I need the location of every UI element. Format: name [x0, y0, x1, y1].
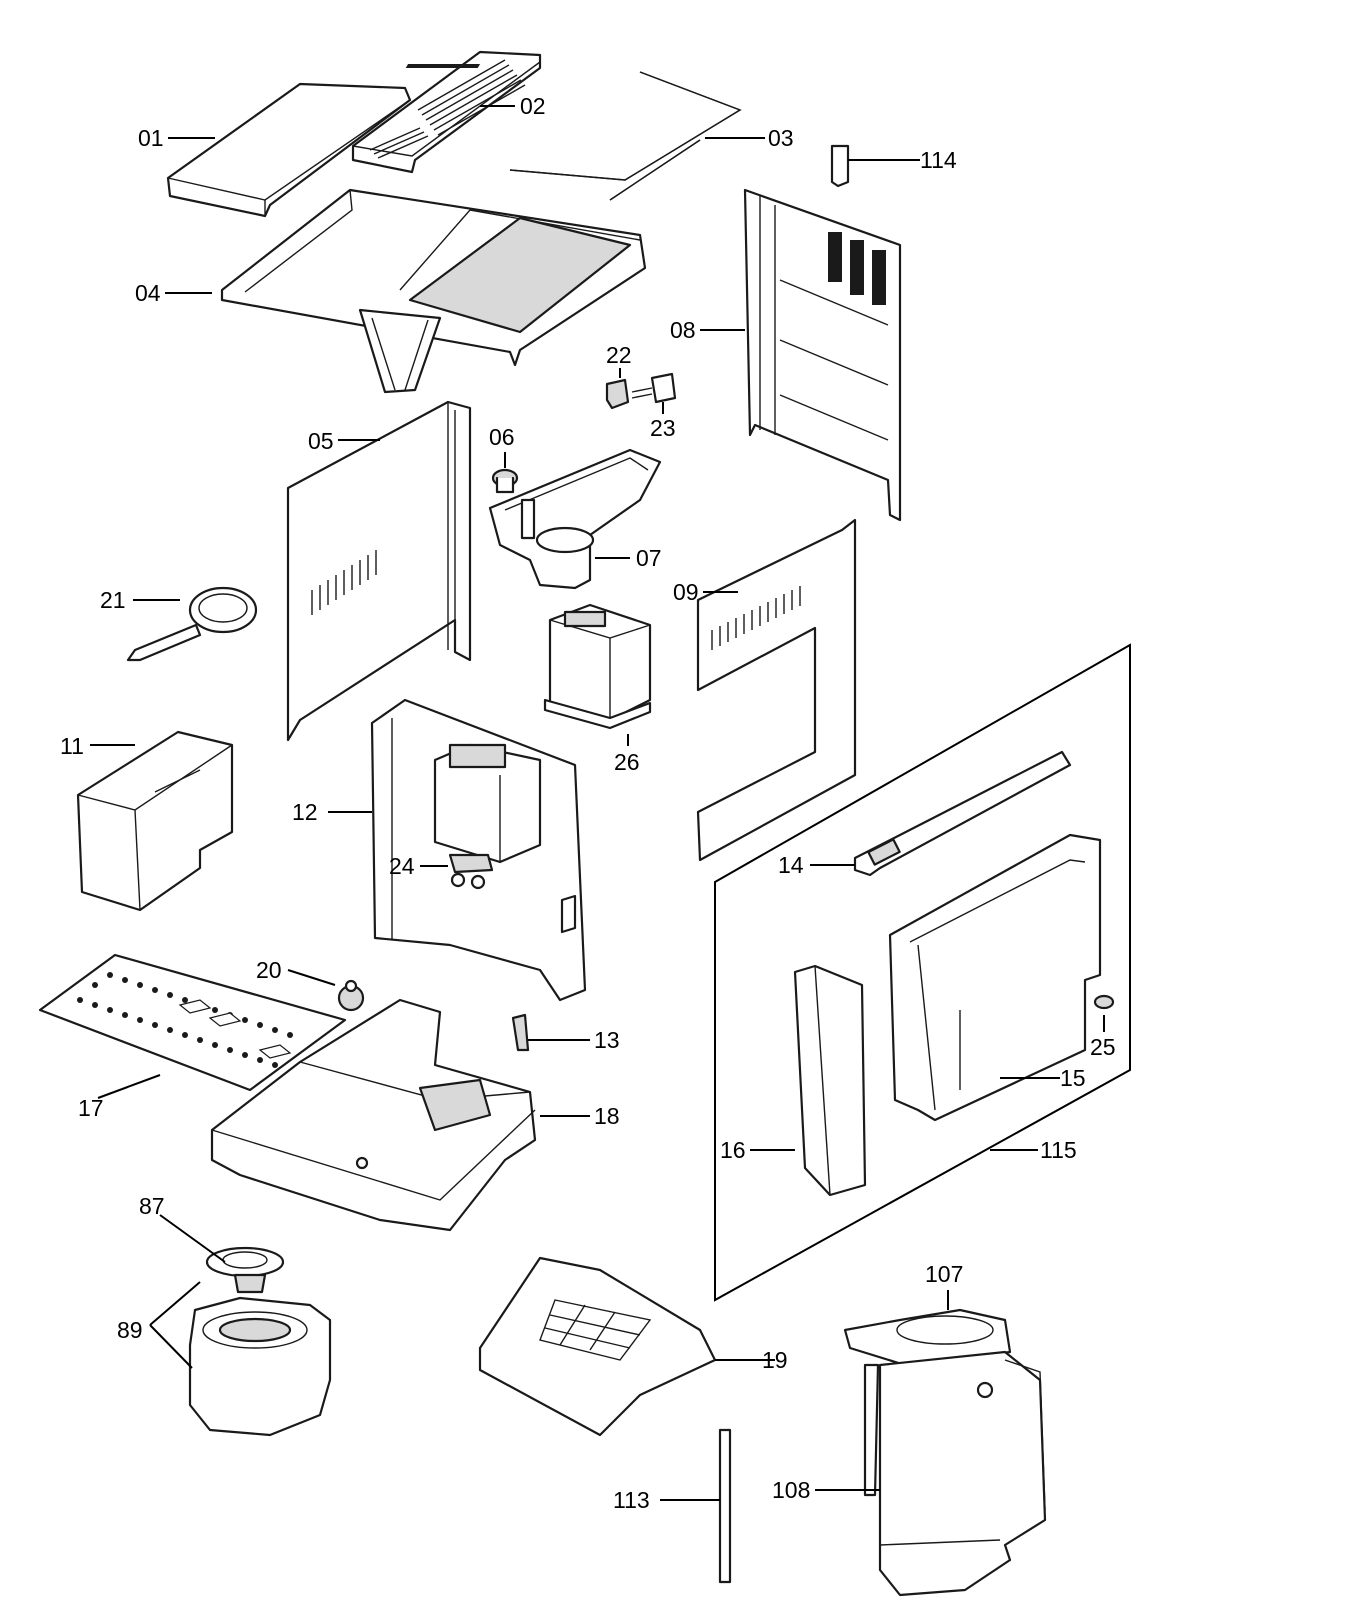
part-17-drip-grid[interactable]	[38, 953, 347, 1092]
callout-22: 22	[606, 342, 632, 368]
callout-07: 07	[636, 545, 662, 571]
callout-114: 114	[920, 147, 957, 173]
part-16-column[interactable]	[793, 964, 867, 1197]
part-13-latch[interactable]	[511, 1013, 530, 1052]
callout-11: 11	[60, 733, 84, 759]
part-09-side-panel[interactable]	[696, 518, 857, 862]
part-22-connector[interactable]	[605, 378, 630, 410]
callout-108: 108	[772, 1477, 810, 1503]
part-05-vent-slots	[311, 550, 377, 615]
callout-89: 89	[117, 1317, 143, 1343]
part-02-grille-cover[interactable]	[351, 50, 542, 174]
callout-18: 18	[594, 1103, 620, 1129]
callout-03: 03	[768, 125, 794, 151]
callout-21: 21	[100, 587, 126, 613]
part-21-scoop[interactable]	[126, 586, 258, 662]
part-14-cover-strip[interactable]	[853, 750, 1072, 877]
callout-23: 23	[650, 415, 676, 441]
callout-13: 13	[594, 1027, 620, 1053]
part-08-back-panel[interactable]	[743, 188, 902, 522]
callout-87: 87	[139, 1193, 165, 1219]
part-12-front-housing[interactable]	[370, 698, 587, 1002]
part-115-panel-frame[interactable]	[714, 643, 1131, 1302]
part-107-carafe-top[interactable]	[843, 1308, 1012, 1367]
callout-12: 12	[292, 799, 318, 825]
part-15-water-tank[interactable]	[888, 833, 1102, 1122]
callout-06: 06	[489, 424, 515, 450]
part-09-vent-slots	[711, 586, 801, 650]
callout-113: 113	[613, 1487, 650, 1513]
callout-02: 02	[520, 93, 546, 119]
part-23-connector[interactable]	[631, 372, 677, 404]
part-114-clip[interactable]	[830, 144, 850, 188]
part-24-fitting[interactable]	[448, 853, 494, 890]
callout-24: 24	[389, 853, 415, 879]
part-11-reservoir[interactable]	[76, 730, 234, 912]
part-18-drip-tray[interactable]	[210, 998, 537, 1232]
part-08-vent-slots	[828, 232, 886, 305]
callout-05: 05	[308, 428, 334, 454]
callout-labels: 01 02 03 114 04 08 22 23 05 06 07 21 09 …	[60, 93, 1116, 1513]
part-20-valve[interactable]	[337, 979, 365, 1012]
part-87-carafe-lid[interactable]	[205, 1246, 285, 1294]
callout-16: 16	[720, 1137, 746, 1163]
callout-20: 20	[256, 957, 282, 983]
callout-17: 17	[78, 1095, 104, 1121]
part-07-funnel[interactable]	[488, 448, 662, 590]
part-06-knob[interactable]	[491, 468, 519, 494]
callout-25: 25	[1090, 1034, 1116, 1060]
part-19-grid	[539, 1299, 652, 1361]
part-89-carafe[interactable]	[188, 1296, 332, 1437]
part-05-side-panel[interactable]	[286, 400, 472, 742]
callout-19: 19	[762, 1347, 788, 1373]
callout-26: 26	[614, 749, 640, 775]
part-108-thermal-carafe[interactable]	[863, 1350, 1047, 1597]
callout-115: 115	[1040, 1137, 1077, 1163]
callout-04: 04	[135, 280, 161, 306]
callout-01: 01	[138, 125, 164, 151]
part-04-top-frame[interactable]	[220, 188, 647, 394]
part-19-base-plate[interactable]	[478, 1256, 717, 1437]
part-113-rod[interactable]	[718, 1428, 732, 1584]
callout-15: 15	[1060, 1065, 1086, 1091]
callout-14: 14	[778, 852, 804, 878]
callout-08: 08	[670, 317, 696, 343]
callout-107: 107	[925, 1261, 963, 1287]
part-25-cap[interactable]	[1093, 994, 1115, 1010]
callout-09: 09	[673, 579, 699, 605]
part-26-brew-unit[interactable]	[543, 603, 652, 730]
part-01-lid[interactable]	[166, 82, 412, 218]
leader-lines	[90, 105, 1105, 1501]
part-03-gasket[interactable]	[509, 71, 742, 201]
